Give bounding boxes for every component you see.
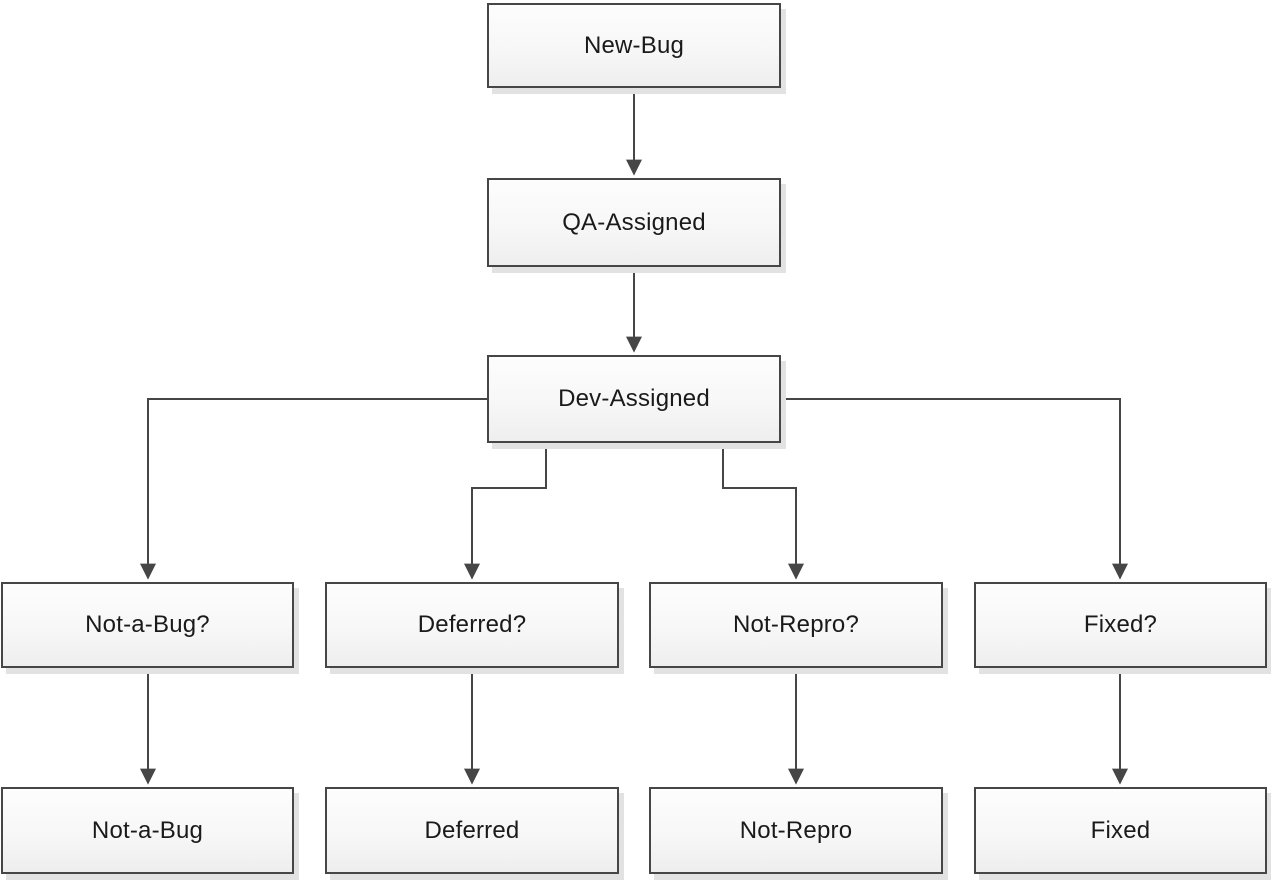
flowchart-node-fixed-question: Fixed? [974,582,1267,668]
connector-devassigned-to-notabugq [140,398,487,580]
flowchart-node-qa-assigned: QA-Assigned [487,178,781,267]
flowchart-node-not-a-bug-question: Not-a-Bug? [1,582,294,668]
connector-devassigned-to-fixedq [781,398,1128,580]
connector-devassigned-to-deferredq [464,445,547,580]
flowchart-node-not-repro-question: Not-Repro? [649,582,943,668]
connector-devassigned-to-notreproq [722,445,804,580]
flowchart-node-not-a-bug: Not-a-Bug [1,787,294,874]
flowchart-node-not-repro: Not-Repro [649,787,943,874]
flowchart-node-deferred: Deferred [325,787,619,874]
flowchart-node-fixed: Fixed [974,787,1267,874]
flowchart-node-dev-assigned: Dev-Assigned [487,355,781,443]
flowchart-node-new-bug: New-Bug [487,3,781,88]
flowchart-node-deferred-question: Deferred? [325,582,619,668]
